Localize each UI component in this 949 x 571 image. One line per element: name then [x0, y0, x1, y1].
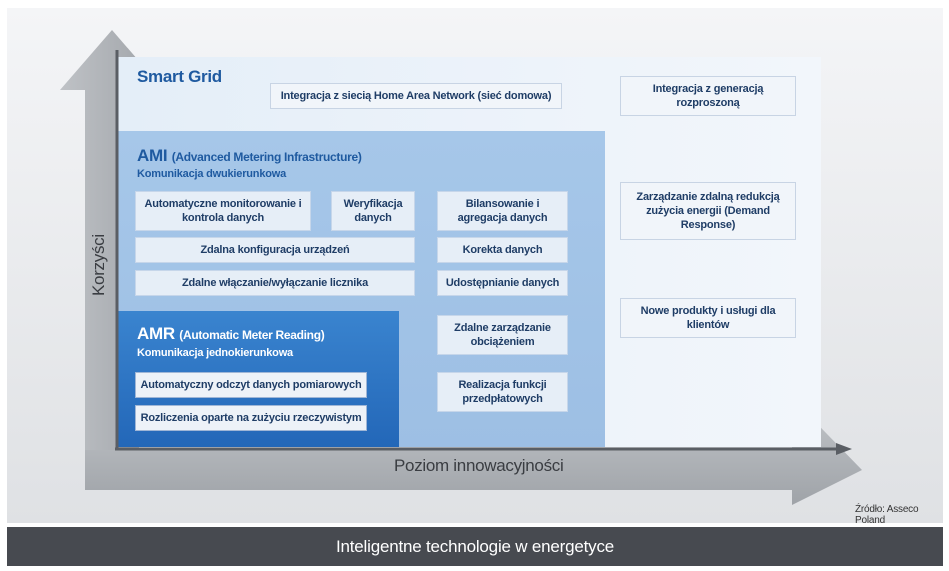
- box-remote-configuration: Zdalna konfiguracja urządzeń: [135, 237, 415, 263]
- amr-title-acronym: AMR: [137, 324, 175, 343]
- amr-subtitle: Komunikacja jednokierunkowa: [137, 347, 293, 359]
- box-automatic-reading: Automatyczny odczyt danych pomiarowych: [135, 372, 367, 398]
- x-axis-arrow: [85, 398, 862, 505]
- box-prepaid-functions: Realizacja funkcji przedpłatowych: [437, 372, 568, 412]
- amr-title-expansion: (Automatic Meter Reading): [179, 328, 325, 342]
- box-load-management: Zdalne zarządzanie obciążeniem: [437, 315, 568, 355]
- smart-grid-title: Smart Grid: [137, 67, 222, 86]
- box-distributed-generation: Integracja z generacją rozproszoną: [620, 76, 796, 116]
- x-axis-label: Poziom innowacyjności: [394, 456, 564, 475]
- box-demand-response: Zarządzanie zdalną redukcją zużycia ener…: [620, 182, 796, 240]
- box-data-verification: Weryfikacja danych: [331, 191, 415, 231]
- ami-title: AMI (Advanced Metering Infrastructure): [137, 146, 362, 166]
- y-axis-label: Korzyści: [89, 234, 108, 296]
- ami-title-expansion: (Advanced Metering Infrastructure): [171, 150, 362, 164]
- x-axis-line-head: [836, 443, 852, 455]
- box-actual-usage-billing: Rozliczenia oparte na zużyciu rzeczywist…: [135, 405, 367, 431]
- box-data-correction: Korekta danych: [437, 237, 568, 263]
- source-note: Źródło: Asseco Poland: [855, 504, 919, 526]
- box-balancing-aggregation: Bilansowanie i agregacja danych: [437, 191, 568, 231]
- footer-title-bar: Inteligentne technologie w energetyce: [7, 527, 943, 566]
- box-monitoring-control: Automatyczne monitorowanie i kontrola da…: [135, 191, 311, 231]
- amr-title: AMR (Automatic Meter Reading): [137, 324, 325, 344]
- box-data-sharing: Udostępnianie danych: [437, 270, 568, 296]
- ami-subtitle: Komunikacja dwukierunkowa: [137, 168, 287, 180]
- box-remote-switching: Zdalne włączanie/wyłączanie licznika: [135, 270, 415, 296]
- footer-title: Inteligentne technologie w energetyce: [335, 536, 615, 556]
- ami-title-acronym: AMI: [137, 146, 168, 165]
- box-han-integration: Integracja z siecią Home Area Network (s…: [270, 83, 562, 109]
- box-new-products: Nowe produkty i usługi dla klientów: [620, 298, 796, 338]
